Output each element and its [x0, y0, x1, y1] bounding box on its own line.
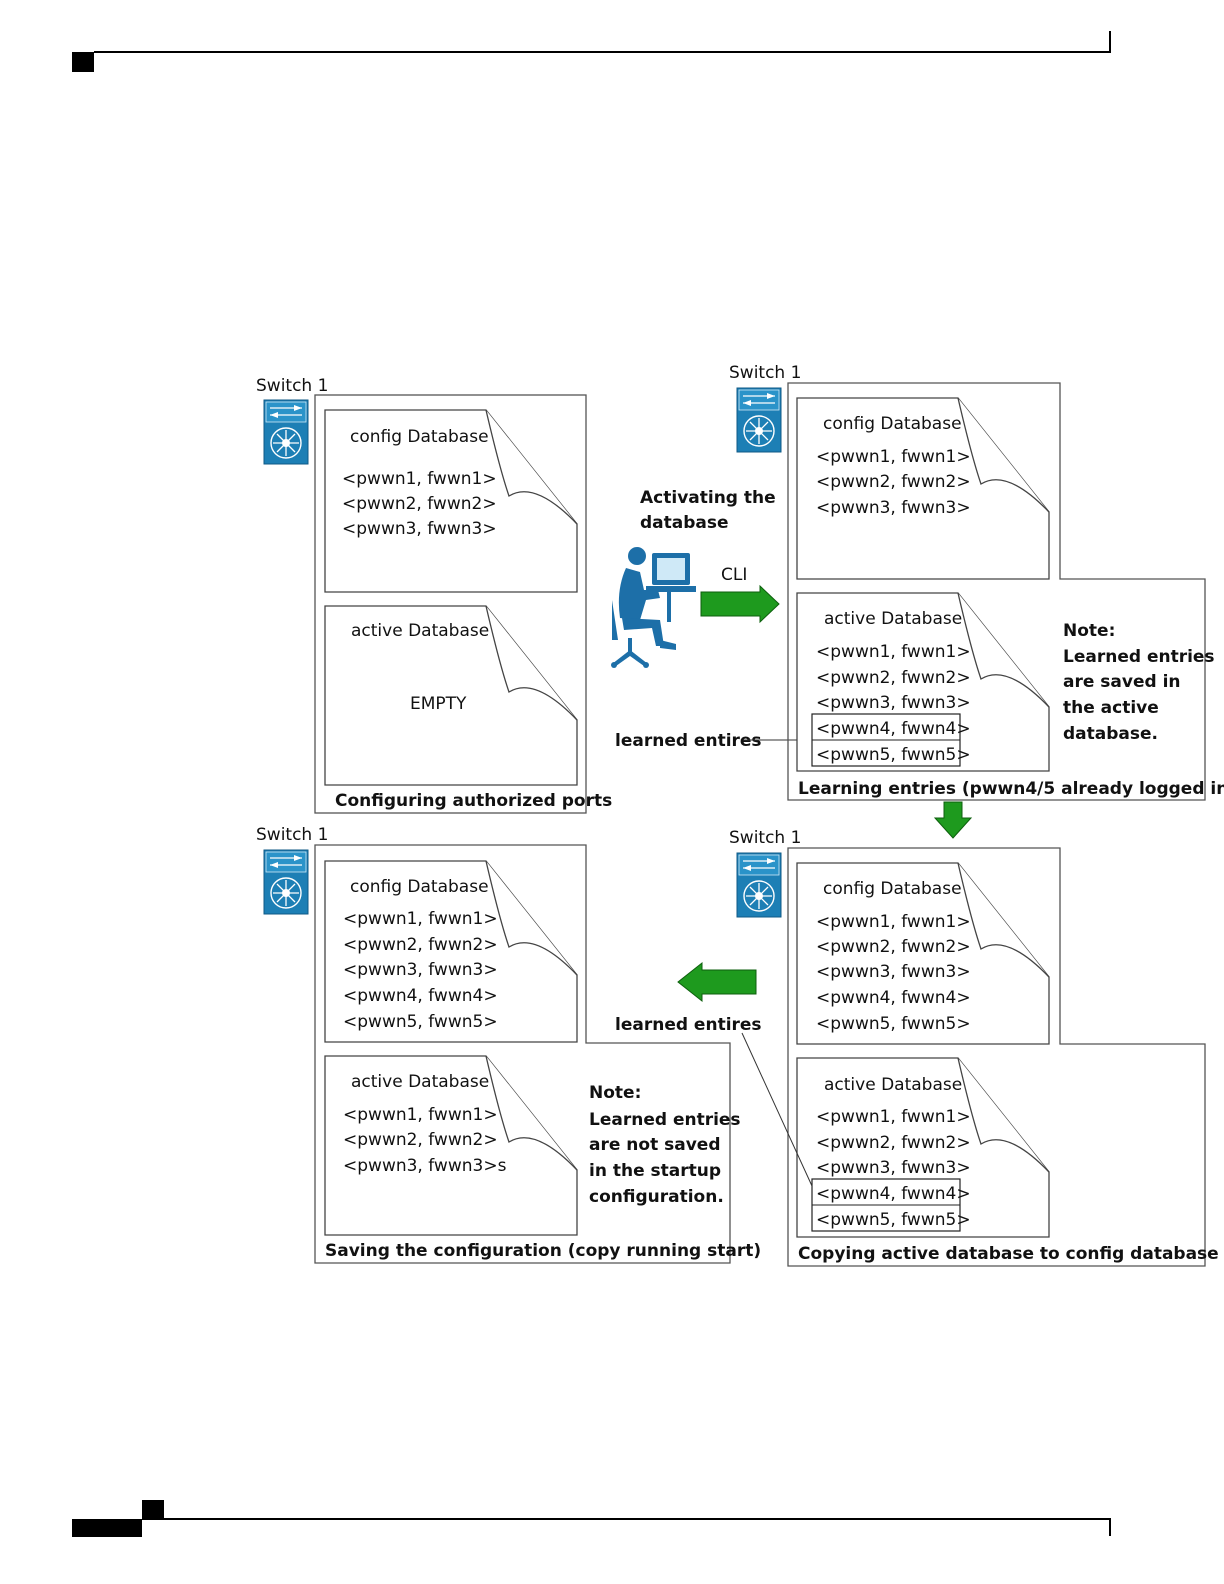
config-entry: <pwwn2, fwwn2>: [816, 472, 971, 492]
active-database-title: active Database: [824, 1075, 962, 1095]
note-line: Learned entries: [589, 1110, 741, 1130]
config-entry: <pwwn4, fwwn4>: [816, 988, 971, 1008]
page-curl: [485, 1055, 578, 1171]
page-curl: [485, 860, 578, 976]
page-curl: [485, 605, 578, 721]
switch-label: Switch 1: [256, 376, 328, 396]
panel-frame: [787, 382, 1206, 801]
active-database-title: active Database: [351, 1072, 489, 1092]
config-entry: <pwwn1, fwwn1>: [816, 912, 971, 932]
page-curl: [957, 1057, 1050, 1173]
active-entry: <pwwn2, fwwn2>: [343, 1130, 498, 1150]
config-entry: <pwwn3, fwwn3>: [816, 498, 971, 518]
switch-label: Switch 1: [729, 363, 801, 383]
config-entry: <pwwn2, fwwn2>: [816, 937, 971, 957]
active-entry: <pwwn1, fwwn1>: [343, 1105, 498, 1125]
user-at-terminal-icon: [611, 547, 696, 668]
learned-entries-label: learned entires: [615, 1015, 762, 1035]
cli-label: CLI: [721, 565, 747, 585]
activating-label-line: Activating the: [640, 488, 776, 508]
active-entry: <pwwn3, fwwn3>s: [343, 1156, 507, 1176]
switch-label: Switch 1: [729, 828, 801, 848]
page-curl: [957, 397, 1050, 513]
panel-copying: Switch 1 config Database <pwwn1, fwwn1> …: [729, 828, 1219, 1267]
activating-label-line: database: [640, 513, 729, 533]
panel-configuring: Switch 1 config Database <pwwn1, fwwn1> …: [256, 376, 612, 814]
config-entry: <pwwn3, fwwn3>: [342, 519, 497, 539]
arrow-left-icon: [677, 961, 757, 1003]
footer-tick: [1109, 1518, 1111, 1536]
note-line: Note:: [589, 1083, 641, 1103]
header-rule: [94, 51, 1110, 53]
panel-saving: Switch 1 config Database <pwwn1, fwwn1> …: [256, 825, 761, 1264]
note-line: are not saved: [589, 1135, 721, 1155]
config-entry: <pwwn4, fwwn4>: [343, 986, 498, 1006]
panel-frame: [787, 847, 1206, 1267]
config-entry: <pwwn5, fwwn5>: [343, 1012, 498, 1032]
switch-icon: [263, 849, 309, 915]
learned-entries-label: learned entires: [615, 731, 762, 751]
note-line: configuration.: [589, 1187, 724, 1207]
switch-icon: [263, 399, 309, 465]
page-curl: [957, 592, 1050, 708]
header-tick: [1109, 31, 1111, 53]
footer-rule: [142, 1518, 1110, 1520]
active-entry: <pwwn3, fwwn3>: [816, 1158, 971, 1178]
config-entry: <pwwn3, fwwn3>: [343, 960, 498, 980]
active-entry: <pwwn1, fwwn1>: [816, 1107, 971, 1127]
activation-step: Activating the database CLI learned enti…: [611, 488, 812, 751]
panel-frame: [314, 394, 587, 814]
footer-corner-block: [72, 1519, 142, 1537]
active-entry: <pwwn3, fwwn3>: [816, 693, 971, 713]
config-entry: <pwwn2, fwwn2>: [342, 494, 497, 514]
active-entry: <pwwn1, fwwn1>: [816, 642, 971, 662]
active-entry-learned: <pwwn5, fwwn5>: [816, 1210, 971, 1230]
active-database-empty: EMPTY: [410, 694, 467, 714]
config-database-title: config Database: [350, 877, 489, 897]
switch-icon: [736, 387, 782, 453]
note-line: database.: [1063, 724, 1158, 744]
note-line: in the startup: [589, 1161, 721, 1181]
panel-learning: Switch 1 config Database <pwwn1, fwwn1> …: [729, 363, 1224, 801]
note-line: Learned entries: [1063, 647, 1215, 667]
footer-small-block: [142, 1500, 164, 1518]
config-database-title: config Database: [823, 879, 962, 899]
panel-caption: Saving the configuration (copy running s…: [325, 1241, 761, 1261]
page-curl: [485, 409, 578, 525]
config-entry: <pwwn1, fwwn1>: [816, 447, 971, 467]
arrow-down-icon: [933, 801, 973, 839]
header-corner-block: [72, 52, 94, 72]
page-curl: [957, 862, 1050, 978]
panel-caption: Copying active database to config databa…: [798, 1244, 1219, 1264]
config-database-title: config Database: [823, 414, 962, 434]
config-entry: <pwwn1, fwwn1>: [343, 909, 498, 929]
active-entry: <pwwn2, fwwn2>: [816, 1133, 971, 1153]
panel-caption: Learning entries (pwwn4/5 already logged…: [798, 779, 1224, 799]
config-entry: <pwwn5, fwwn5>: [816, 1014, 971, 1034]
arrow-right-icon: [700, 584, 780, 624]
leader-line: [741, 1032, 813, 1187]
panel-caption: Configuring authorized ports: [335, 791, 612, 811]
active-entry-learned: <pwwn5, fwwn5>: [816, 745, 971, 765]
note-line: Note:: [1063, 621, 1115, 641]
switch-label: Switch 1: [256, 825, 328, 845]
note-line: the active: [1063, 698, 1159, 718]
config-entry: <pwwn2, fwwn2>: [343, 935, 498, 955]
active-entry-learned: <pwwn4, fwwn4>: [816, 1184, 971, 1204]
config-entry: <pwwn3, fwwn3>: [816, 962, 971, 982]
config-database-title: config Database: [350, 427, 489, 447]
active-entry: <pwwn2, fwwn2>: [816, 668, 971, 688]
panel-frame: [314, 844, 731, 1264]
config-entry: <pwwn1, fwwn1>: [342, 469, 497, 489]
active-database-title: active Database: [824, 609, 962, 629]
switch-icon: [736, 852, 782, 918]
active-entry-learned: <pwwn4, fwwn4>: [816, 719, 971, 739]
active-database-title: active Database: [351, 621, 489, 641]
note-line: are saved in: [1063, 672, 1181, 692]
